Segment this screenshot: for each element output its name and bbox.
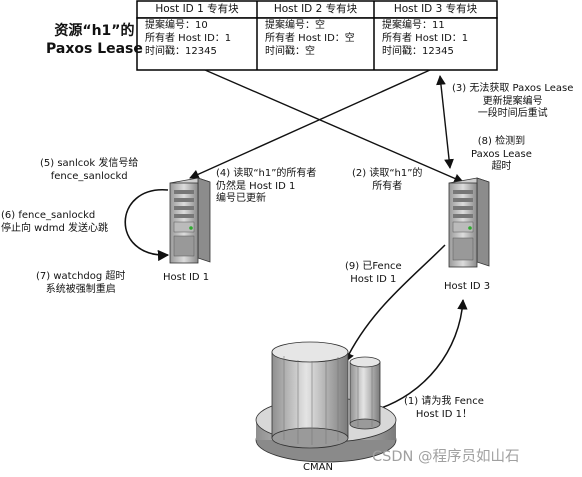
step-2-note: (2) 读取“h1”的 所有者 bbox=[352, 168, 422, 193]
host3-owner: 所有者 Host ID：1 bbox=[382, 33, 469, 44]
host3-label: Host ID 3 bbox=[444, 281, 491, 292]
host1-block-cell: 提案编号：10 所有者 Host ID：1 时间戳：12345 bbox=[139, 19, 257, 69]
host2-block-cell: 提案编号：空 所有者 Host ID：空 时间戳：空 bbox=[259, 19, 375, 69]
host1-timestamp: 时间戳：12345 bbox=[145, 46, 217, 57]
step-1-note: (1) 请为我 Fence Host ID 1！ bbox=[404, 396, 484, 421]
step-8-line2: Paxos Lease bbox=[471, 148, 532, 160]
step-3-note: (3) 无法获取 Paxos Lease 更新提案编号 一段时间后重试 bbox=[452, 83, 573, 121]
host1-proposal: 提案编号：10 bbox=[145, 20, 208, 31]
table-to-host1-line bbox=[189, 69, 431, 179]
host1-server-icon bbox=[169, 177, 211, 264]
host2-owner: 所有者 Host ID：空 bbox=[265, 33, 355, 44]
host1-owner: 所有者 Host ID：1 bbox=[145, 33, 232, 44]
step-6-note: (6) fence_sanlockd 停止向 wdmd 发送心跳 bbox=[1, 210, 108, 235]
lease-title-line2: Paxos Lease bbox=[46, 41, 143, 57]
step-1-line1: (1) 请为我 Fence bbox=[404, 396, 484, 407]
host3-to-cman-arrow bbox=[344, 244, 446, 363]
host3-block-header: Host ID 3 专有块 bbox=[393, 3, 478, 15]
host1-label: Host ID 1 bbox=[163, 272, 210, 283]
host3-block-cell: 提案编号：11 所有者 Host ID：1 时间戳：12345 bbox=[376, 19, 498, 69]
step-5-note: (5) sanlcok 发信号给 fence_sanlockd bbox=[40, 158, 138, 183]
step-3-line2: 更新提案编号 bbox=[482, 95, 543, 107]
step-6-line1: (6) fence_sanlockd bbox=[1, 210, 96, 221]
cman-cluster-icon bbox=[255, 341, 397, 463]
host3-server-icon bbox=[448, 177, 490, 268]
step-7-note: (7) watchdog 超时 系统被强制重启 bbox=[36, 271, 125, 296]
step-2-line1: (2) 读取“h1”的 bbox=[352, 168, 423, 179]
lease-table bbox=[136, 0, 498, 71]
step-8-note: (8) 检测到 Paxos Lease 超时 bbox=[471, 136, 532, 174]
watermark: CSDN @程序员如山石 bbox=[372, 449, 520, 465]
table-to-host3-line bbox=[204, 69, 464, 183]
step-9-line2: Host ID 1 bbox=[350, 273, 397, 285]
step-9-note: (9) 已Fence Host ID 1 bbox=[345, 261, 402, 286]
host3-timestamp: 时间戳：12345 bbox=[382, 46, 454, 57]
step-4-line2: 仍然是 Host ID 1 bbox=[216, 180, 296, 192]
host2-proposal: 提案编号：空 bbox=[265, 20, 325, 31]
host3-proposal: 提案编号：11 bbox=[382, 20, 445, 31]
host3-table-retry-arrow bbox=[436, 75, 454, 169]
step-5-line2: fence_sanlockd bbox=[50, 170, 128, 182]
step-6-line2: 停止向 wdmd 发送心跳 bbox=[1, 222, 108, 234]
step-3-line1: (3) 无法获取 Paxos Lease bbox=[452, 83, 574, 94]
step-2-line2: 所有者 bbox=[372, 180, 403, 192]
host1-block-header: Host ID 1 专有块 bbox=[155, 3, 239, 15]
step-3-line3: 一段时间后重试 bbox=[477, 108, 548, 119]
step-7-line1: (7) watchdog 超时 bbox=[36, 271, 126, 282]
step-9-line1: (9) 已Fence bbox=[345, 261, 402, 272]
step-1-line2: Host ID 1！ bbox=[415, 408, 472, 420]
step-7-line2: 系统被强制重启 bbox=[45, 283, 116, 295]
cman-label: CMAN bbox=[303, 462, 333, 473]
host2-timestamp: 时间戳：空 bbox=[265, 46, 315, 57]
host2-block-header: Host ID 2 专有块 bbox=[273, 3, 358, 15]
host1-loop-arrow bbox=[124, 189, 170, 262]
step-4-line3: 编号已更新 bbox=[216, 193, 266, 204]
lease-title-line1: 资源“h1”的 bbox=[54, 23, 135, 39]
step-5-line1: (5) sanlcok 发信号给 bbox=[40, 158, 139, 169]
lease-title: 资源“h1”的 Paxos Lease bbox=[46, 22, 143, 58]
step-8-line3: 超时 bbox=[491, 161, 512, 172]
step-8-line1: (8) 检测到 bbox=[477, 136, 526, 147]
step-4-line1: (4) 读取“h1”的所有者 bbox=[216, 168, 317, 179]
cman-to-host3-arrow bbox=[374, 298, 468, 411]
step-4-note: (4) 读取“h1”的所有者 仍然是 Host ID 1 编号已更新 bbox=[216, 168, 316, 206]
